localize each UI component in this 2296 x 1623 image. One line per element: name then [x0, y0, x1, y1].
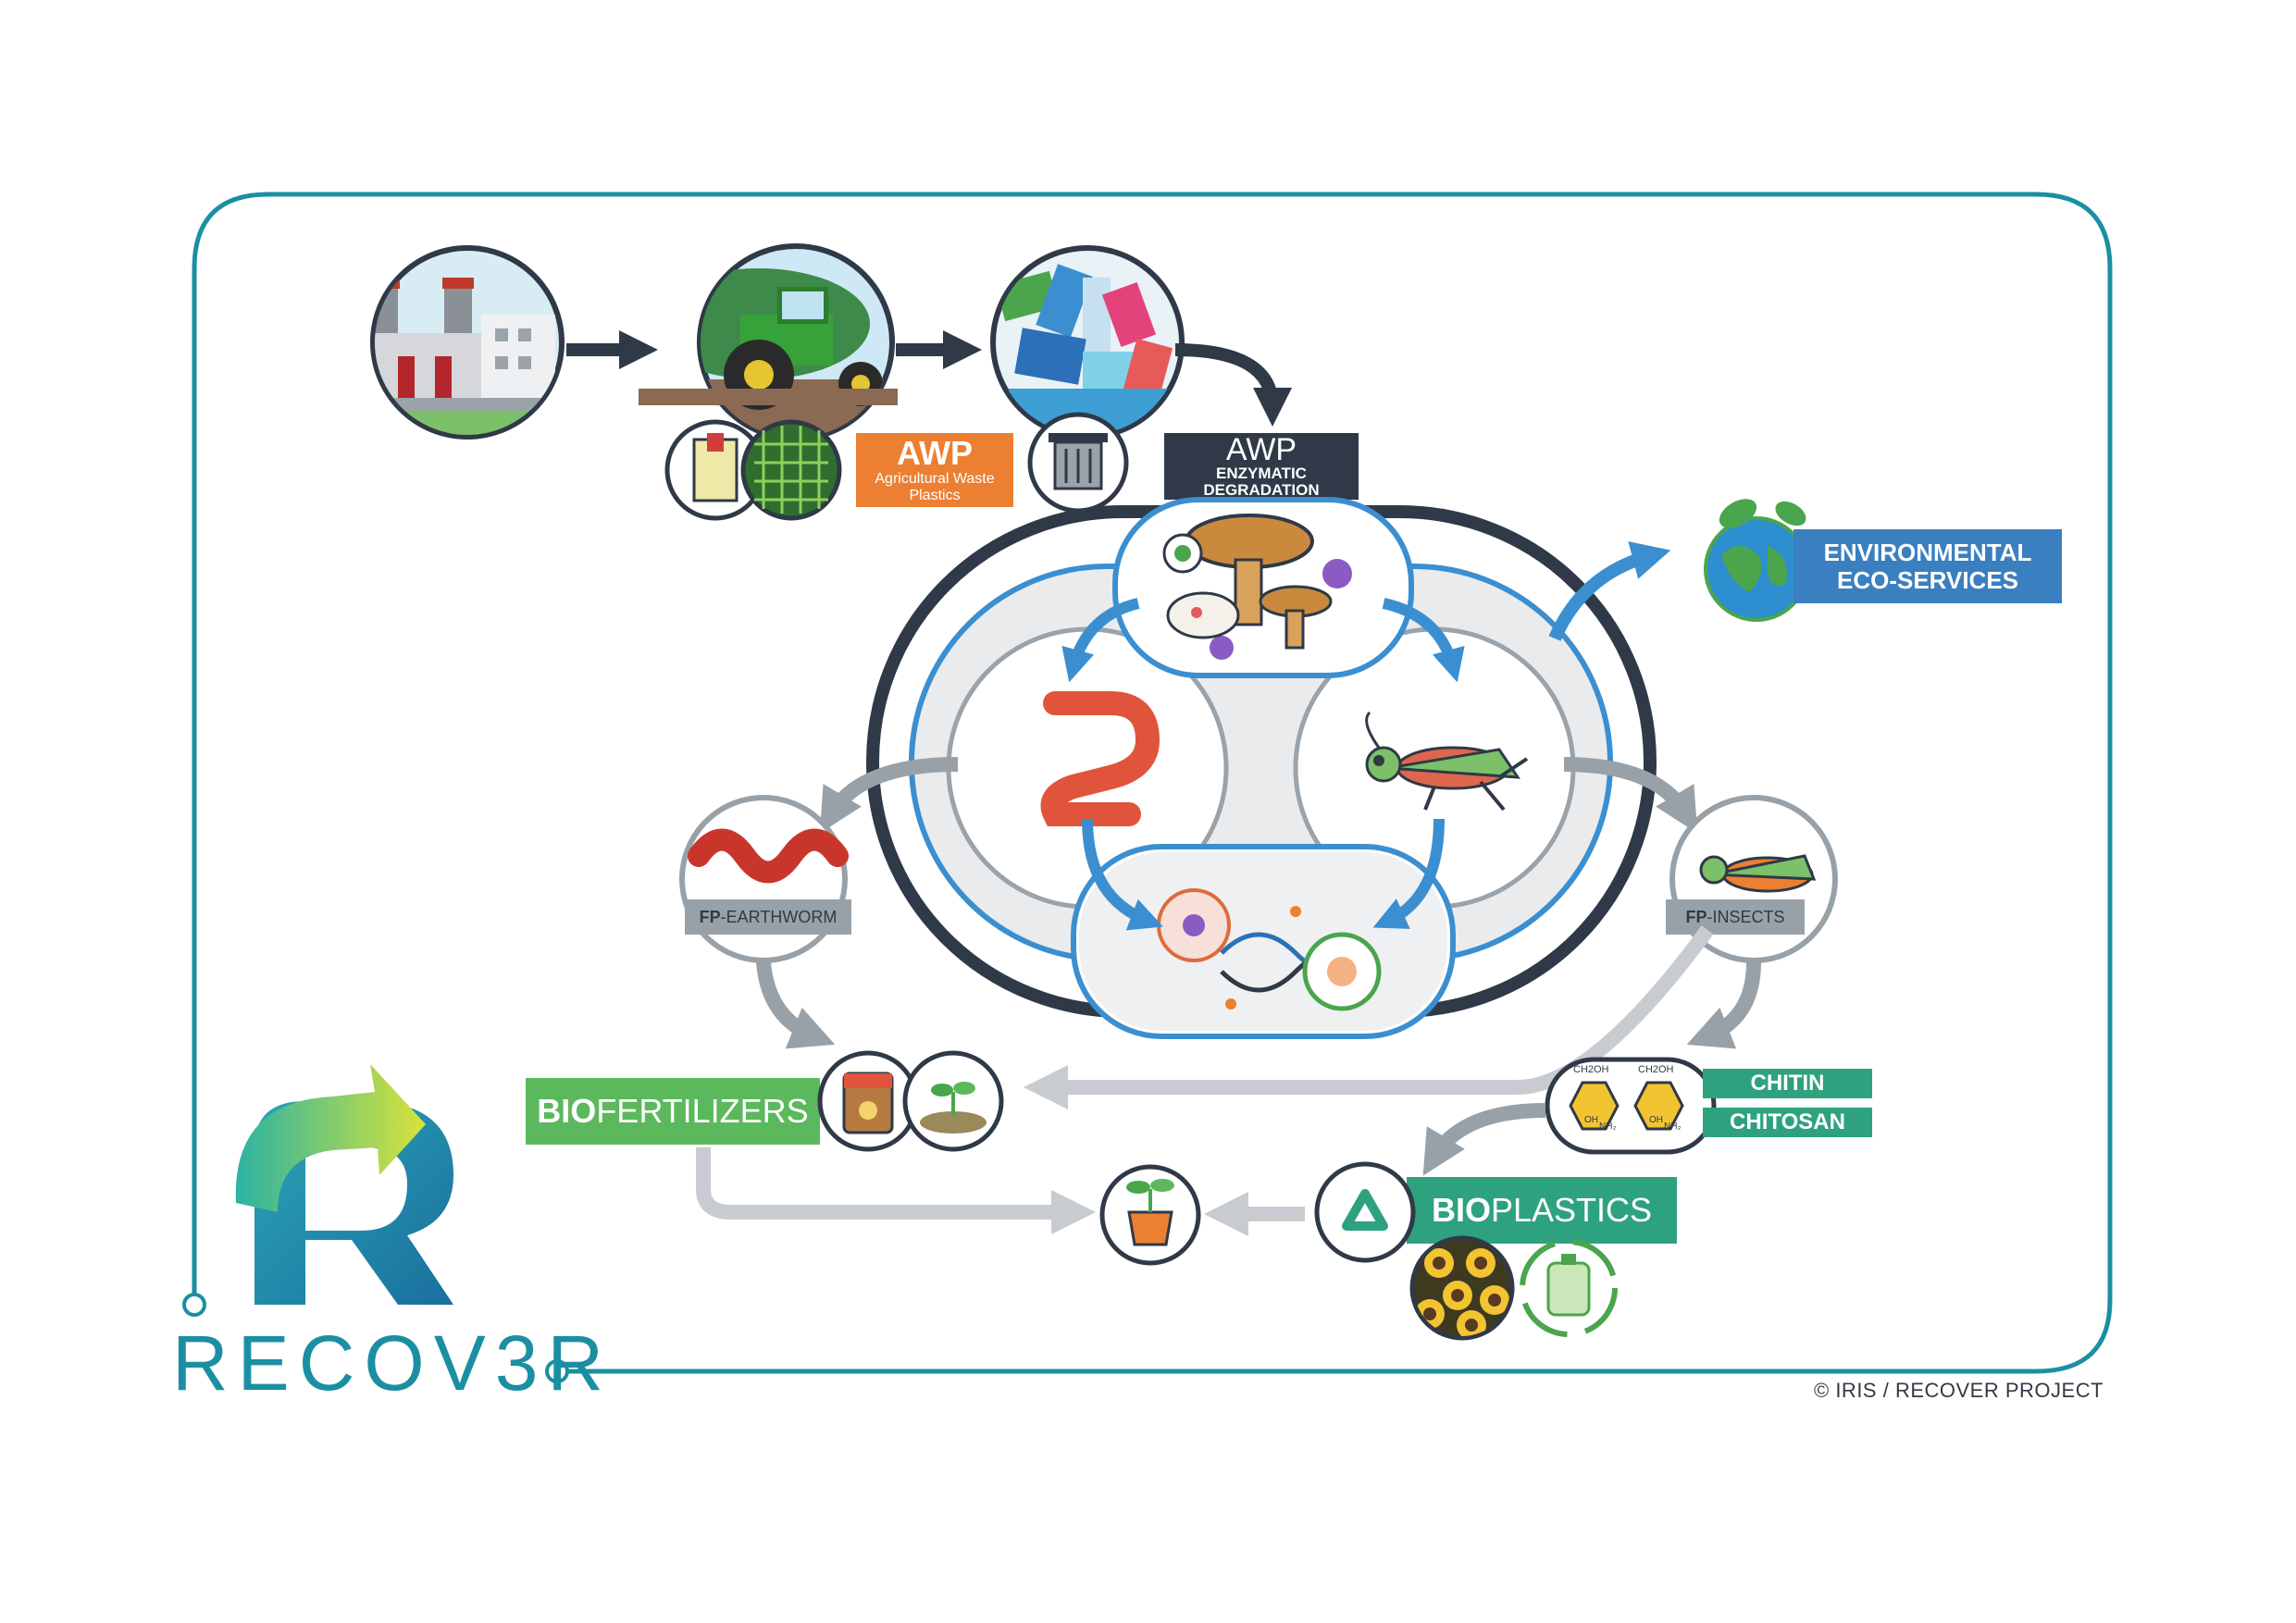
cricket-illustration	[1365, 711, 1529, 812]
fp-insects-bold: FP	[1685, 907, 1707, 926]
flow-arrow-fp-insects-biofert	[1024, 925, 1714, 1109]
sunflower-field-icon	[1409, 1235, 1515, 1341]
factory-illustration	[370, 245, 565, 440]
fp-insects-label: FP-INSECTS	[1666, 899, 1805, 935]
flow-arrow-loop-fp-earthworm	[819, 757, 959, 834]
earthworm-illustration	[1040, 691, 1160, 826]
flow-arrow-fp-insects-chitin	[1686, 961, 1761, 1049]
eco-services-line2: ECO-SERVICES	[1836, 566, 2018, 594]
chitin-label: CHITIN	[1750, 1071, 1825, 1096]
chem-ch2oh-2: CH2OH	[1638, 1064, 1674, 1075]
biofertilizers-bold: BIO	[537, 1092, 597, 1130]
fp-earthworm-label: FP-EARTHWORM	[685, 899, 851, 935]
frame-end-dot	[182, 1293, 206, 1317]
brand-wordmark: RECOV3R	[172, 1319, 614, 1406]
bag-icon	[664, 419, 766, 521]
eco-services-tag	[1793, 529, 2062, 603]
frame-end-dot	[545, 1359, 569, 1383]
bioplastics-rest: PLASTICS	[1490, 1191, 1653, 1229]
enzymatic-tag-label: AWP ENZYMATIC DEGRADATION	[1164, 433, 1359, 500]
sprout-soil-icon	[902, 1050, 1004, 1152]
mushroom-illustration	[1162, 514, 1352, 660]
enzymatic-tag-title: AWP	[1225, 432, 1297, 467]
enzymatic-tag	[1164, 433, 1359, 500]
fp-earthworm-rest: -EARTHWORM	[720, 907, 838, 926]
net-icon	[740, 419, 842, 521]
bioplastics-bold: BIO	[1431, 1191, 1491, 1229]
eco-services-label: ENVIRONMENTAL ECO-SERVICES	[1793, 529, 2062, 603]
fp-insects-rest: -INSECTS	[1706, 907, 1785, 926]
flow-arrow-biofert-plant	[696, 1147, 1096, 1234]
awp-tag-subtitle: Agricultural Waste Plastics	[875, 471, 995, 503]
chem-ch2oh-1: CH2OH	[1573, 1064, 1609, 1075]
tractor-illustration	[639, 243, 898, 441]
biofertilizers-tag	[526, 1078, 820, 1145]
fp-earthworm-node	[679, 795, 849, 963]
copyright-note: © IRIS / RECOVER PROJECT	[1814, 1379, 2104, 1402]
potted-plant-icon	[1099, 1164, 1201, 1266]
bioplastics-tag	[1407, 1177, 1677, 1244]
chem-oh-2: OH	[1649, 1115, 1663, 1125]
recover-logo	[235, 1064, 453, 1305]
flow-arrow-chitin-bioplast	[1422, 1103, 1546, 1176]
chem-nh2-1: NH₂	[1599, 1121, 1617, 1132]
flow-arrow-fp-earthworm-biofert	[756, 961, 836, 1049]
chitin-tag	[1703, 1069, 1872, 1098]
flow-arrow-loop-fp-insects	[1563, 757, 1698, 834]
flow-arrow-plastic-enzymatic	[1174, 343, 1292, 427]
outer-frame	[192, 192, 2113, 1374]
microbes-dna-illustration	[1157, 888, 1382, 1011]
chem-oh-1: OH	[1584, 1115, 1598, 1125]
biofertilizers-rest: FERTILIZERS	[596, 1092, 809, 1130]
flow-arrow-enzymatic-insects	[1382, 598, 1465, 683]
flow-arrow-insects-microbes	[1372, 818, 1445, 929]
chitosan-label: CHITOSAN	[1730, 1109, 1845, 1134]
awp-tag-title: AWP	[896, 434, 973, 472]
enzymatic-tag-sub2: DEGRADATION	[1203, 481, 1320, 499]
fertilizer-bag-icon	[817, 1050, 919, 1152]
globe-icon	[1704, 499, 1809, 622]
flow-arrow-earthworm-microbes	[1082, 818, 1163, 931]
chem-nh2-2: NH₂	[1664, 1121, 1682, 1132]
fp-insects-tag	[1666, 899, 1805, 935]
fp-earthworm-bold: FP	[699, 907, 721, 926]
flow-arrow-loop-eco	[1548, 541, 1671, 641]
eco-services-line1: ENVIRONMENTAL	[1823, 539, 2032, 566]
chitin-molecule-node	[1545, 1057, 1717, 1155]
awp-tag-label: AWP Agricultural Waste Plastics	[856, 433, 1013, 507]
chitosan-tag	[1703, 1108, 1872, 1137]
awp-tag	[856, 433, 1013, 507]
bioplastic-pouch-cycle-icon	[1520, 1239, 1618, 1337]
flow-arrow-enzymatic-earthworm	[1061, 598, 1140, 683]
recycle-icon	[1314, 1161, 1416, 1263]
fp-earthworm-tag	[685, 899, 851, 935]
trash-can-icon	[1027, 412, 1129, 514]
enzymatic-tag-sub1: ENZYMATIC	[1216, 465, 1307, 482]
